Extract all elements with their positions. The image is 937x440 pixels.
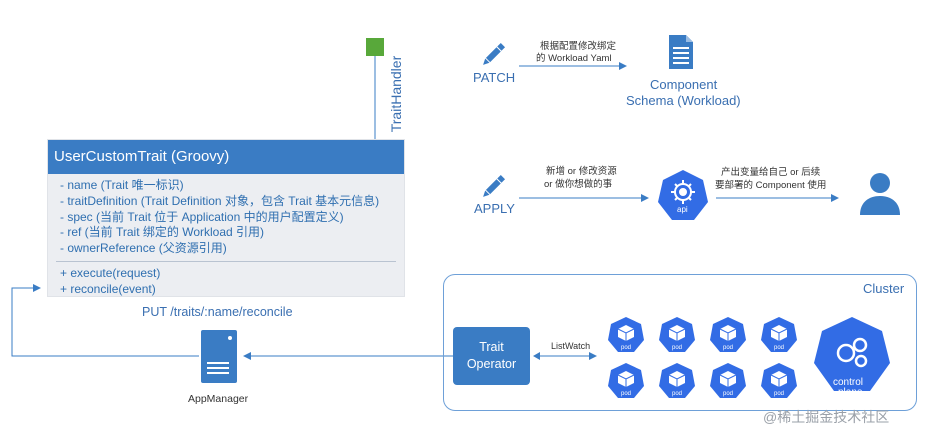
pod-icon: pod bbox=[760, 362, 798, 400]
trait-field: - spec (当前 Trait 位于 Application 中的用户配置定义… bbox=[60, 209, 344, 224]
trait-method: + reconcile(event) bbox=[60, 281, 156, 296]
trait-field-list: - name (Trait 唯一标识) - traitDefinition (T… bbox=[48, 174, 404, 259]
pod-label: pod bbox=[774, 391, 784, 397]
pod-icon: pod bbox=[658, 316, 696, 354]
trait-field: - ownerReference (父资源引用) bbox=[60, 241, 227, 256]
pod-icon: pod bbox=[709, 362, 747, 400]
cluster-label: Cluster bbox=[863, 281, 905, 296]
listwatch-label: ListWatch bbox=[551, 341, 591, 351]
pod-icon: pod bbox=[709, 316, 747, 354]
apply-note-line2: or 做你想做的事 bbox=[544, 179, 613, 190]
control-plane-icon bbox=[810, 315, 894, 399]
trait-operator-line2: Operator bbox=[466, 357, 517, 371]
trait-method: + execute(request) bbox=[60, 265, 161, 280]
pod-icon: pod bbox=[607, 362, 645, 400]
trait-class-box: UserCustomTrait (Groovy) - name (Trait 唯… bbox=[48, 140, 404, 296]
app-manager-label: AppManager bbox=[188, 393, 249, 405]
trait-method-list: + execute(request) + reconcile(event) bbox=[48, 262, 404, 300]
trait-field: - ref (当前 Trait 绑定的 Workload 引用) bbox=[60, 225, 265, 240]
pod-label: pod bbox=[672, 345, 682, 351]
output-note-line2: 要部署的 Component 使用 bbox=[715, 180, 827, 191]
component-label-line2: Schema (Workload) bbox=[626, 93, 741, 108]
pencil-icon bbox=[478, 40, 508, 70]
trait-class-title: UserCustomTrait (Groovy) bbox=[48, 140, 404, 174]
user-icon bbox=[857, 170, 903, 216]
kubernetes-api-icon bbox=[655, 168, 711, 224]
handler-label: TraitHandler bbox=[388, 55, 404, 133]
patch-note-line2: 的 Workload Yaml bbox=[536, 53, 612, 64]
pod-label: pod bbox=[621, 345, 631, 351]
pod-icon: pod bbox=[658, 362, 696, 400]
document-icon bbox=[667, 34, 695, 70]
patch-note-line1: 根据配置修改绑定 bbox=[540, 41, 617, 52]
trait-operator-box: Trait Operator bbox=[453, 327, 530, 385]
trait-separator bbox=[56, 260, 396, 262]
watermark: @稀土掘金技术社区 bbox=[763, 409, 890, 425]
trait-field: - traitDefinition (Trait Definition 对象，包… bbox=[60, 193, 380, 208]
control-plane-line2: plane bbox=[838, 387, 863, 398]
pod-label: pod bbox=[621, 391, 631, 397]
pencil-icon bbox=[478, 172, 508, 202]
control-plane-line1: control bbox=[833, 377, 864, 388]
pod-label: pod bbox=[774, 345, 784, 351]
trait-operator-line1: Trait bbox=[479, 340, 504, 354]
pod-label: pod bbox=[672, 391, 682, 397]
cluster-boundary bbox=[443, 274, 917, 411]
pod-label: pod bbox=[723, 391, 733, 397]
component-label-line1: Component bbox=[650, 77, 718, 92]
server-icon bbox=[199, 329, 239, 384]
apply-note-line1: 新增 or 修改资源 bbox=[546, 166, 617, 177]
pod-icon: pod bbox=[760, 316, 798, 354]
apply-label: APPLY bbox=[474, 201, 515, 216]
pod-label: pod bbox=[723, 345, 733, 351]
patch-label: PATCH bbox=[473, 70, 516, 85]
pod-icon: pod bbox=[607, 316, 645, 354]
reconcile-path-label: PUT /traits/:name/reconcile bbox=[142, 305, 293, 319]
output-note-line1: 产出变量给自己 or 后续 bbox=[721, 167, 821, 178]
api-label: api bbox=[677, 205, 688, 214]
handler-square bbox=[366, 38, 384, 56]
reconcile-loop-line bbox=[11, 284, 199, 357]
trait-field: - name (Trait 唯一标识) bbox=[60, 178, 184, 192]
